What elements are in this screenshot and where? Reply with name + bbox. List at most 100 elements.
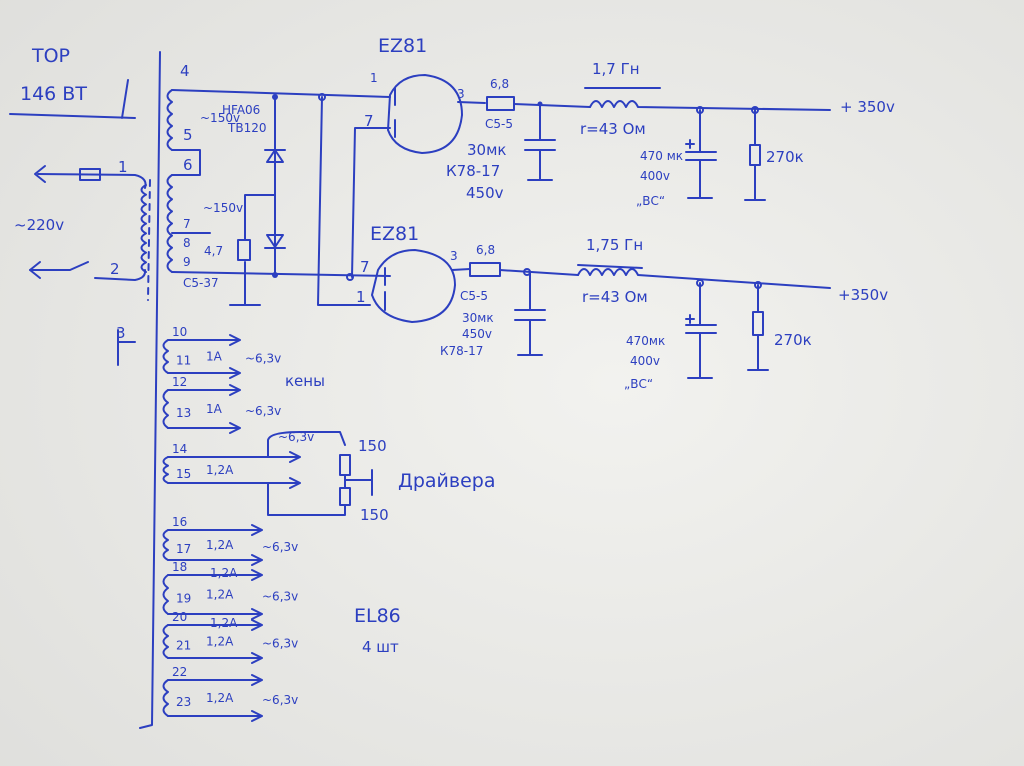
filament-voltage: ~6,3v — [245, 352, 281, 366]
pin-6: 6 — [183, 156, 193, 174]
pin-8: 8 — [183, 236, 191, 250]
core-dashed — [147, 179, 151, 301]
rail-top-cap2-type: „ВС“ — [636, 194, 665, 208]
filament-winding: 22 23 1,2А ~6,3v — [162, 665, 298, 722]
pin-4: 4 — [180, 62, 190, 80]
filament-voltage: ~6,3v — [262, 590, 298, 604]
tube-bottom-pin-a: 7 — [360, 258, 370, 276]
pin-9: 9 — [183, 255, 191, 269]
filament-current-top: 1,2А — [210, 616, 238, 630]
rail-bottom-choke-r: r=43 Ом — [582, 288, 648, 306]
filament-pin-b: 11 — [176, 354, 191, 368]
filament-pin-a: 20 — [172, 610, 187, 624]
filament-leads — [167, 619, 263, 664]
filament-pin-b: 21 — [176, 639, 191, 653]
driver-section: 150 150 Драйвера — [267, 431, 496, 524]
filament-current: 1,2А — [206, 691, 234, 705]
tube-top-pin-out: 3 — [457, 87, 465, 101]
fuse — [79, 168, 101, 181]
output-tubes-name: EL86 — [354, 605, 401, 627]
kenotron-label: кены — [285, 372, 325, 390]
diode-bottom — [264, 234, 286, 249]
filament-voltage: ~6,3v — [245, 404, 281, 418]
filament-pin-b: 23 — [176, 695, 191, 709]
driver-label: Драйвера — [398, 470, 496, 492]
filament-current: 1А — [206, 350, 223, 364]
hv-section: 4 5 6 7 8 9 ~150v ~150v HFA06 TB120 4,7 … — [171, 62, 391, 306]
choke-bottom — [577, 268, 831, 289]
rail-top-choke: 1,7 Гн — [592, 60, 640, 78]
filament-voltage: ~6,3v — [262, 637, 298, 651]
rail-top-cap2: 470 мк — [640, 149, 683, 163]
filament-pin-a: 12 — [172, 375, 187, 389]
filament-voltage: ~6,3v — [262, 693, 298, 707]
title-line2: 146 ВТ — [20, 83, 87, 105]
rail-bottom-bleeder: 270к — [774, 331, 812, 349]
hv-coil-b — [166, 174, 173, 273]
choke-top — [589, 100, 831, 111]
filament-pin-b: 17 — [176, 542, 191, 556]
filament-pin-b: 13 — [176, 406, 191, 420]
filament-pin-a: 22 — [172, 665, 187, 679]
filament-pin-b: 19 — [176, 592, 191, 606]
driver-resistor-1 — [339, 454, 351, 476]
rail-bottom-cap1-type: К78-17 — [440, 344, 483, 358]
primary-winding: 1 ~220v 2 3 — [14, 158, 147, 366]
driver-resistor-2 — [339, 487, 351, 506]
resistor-4-7 — [237, 239, 251, 261]
filament-voltage: ~6,3v — [262, 540, 298, 554]
pin-7: 7 — [183, 217, 191, 231]
bleeder-top — [749, 144, 761, 166]
primary-pin2: 2 — [110, 260, 120, 278]
transformer-core — [139, 51, 161, 729]
primary-pin1: 1 — [118, 158, 128, 176]
rail-bottom-cap2-type: „ВС“ — [624, 377, 653, 391]
filament-pin-b: 15 — [176, 467, 191, 481]
filament-current: 1,2А — [206, 538, 234, 552]
filament-winding: 12 13 1А ~6,3v — [162, 375, 281, 434]
hv-voltage-a: ~150v — [200, 111, 240, 125]
rail-top-cap1-type: К78-17 — [446, 162, 500, 180]
resistor-type: С5-37 — [183, 276, 219, 290]
filament-current: 1,2А — [206, 463, 234, 477]
rail-top-cap2-v: 400v — [640, 169, 670, 183]
resistor-value: 4,7 — [204, 244, 223, 258]
diode-top — [264, 149, 286, 163]
rail-bottom-res-type: С5-5 — [460, 289, 488, 303]
rail-bottom-res-value: 6,8 — [476, 243, 495, 257]
hv-voltage-b: ~150v — [203, 201, 243, 215]
tube-top-pin-k: 7 — [364, 112, 374, 130]
rail-bottom-cap2-v: 400v — [630, 354, 660, 368]
pin-5: 5 — [183, 126, 193, 144]
filament-leads — [167, 524, 263, 566]
filament-leads — [167, 334, 241, 379]
rail-bottom-output: +350v — [838, 286, 888, 304]
rail-top-cap1: 30мк — [467, 141, 506, 159]
filament-leads — [167, 569, 263, 620]
filament-leads — [167, 384, 241, 434]
rail-top-cap1-v: 450v — [466, 184, 504, 202]
tube-top-pin-a: 1 — [370, 71, 378, 85]
tube-bottom-pin-out: 3 — [450, 249, 458, 263]
title-underline — [9, 79, 136, 119]
rail-bottom-cap2: 470мк — [626, 334, 665, 348]
tube-bottom: EZ81 7 1 3 — [356, 223, 471, 323]
driver-r2: 150 — [360, 506, 389, 524]
filament-leads — [167, 451, 301, 489]
filament-current: 1,2А — [206, 635, 234, 649]
filter-bottom: 6,8 С5-5 30мк 450v К78-17 1,75 Гн r=43 О… — [440, 236, 888, 391]
hv-coil-a — [166, 89, 173, 151]
rail-top-output: + 350v — [840, 98, 895, 116]
rail-bottom-cap1-v: 450v — [462, 327, 492, 341]
tube-top-name: EZ81 — [378, 35, 427, 57]
filament-pin-a: 10 — [172, 325, 187, 339]
primary-pin3: 3 — [116, 324, 126, 342]
filament-leads — [167, 674, 263, 722]
rail-top-res-type: С5-5 — [485, 117, 513, 131]
filament-current: 1А — [206, 402, 223, 416]
rail-bottom-cap1: 30мк — [462, 311, 494, 325]
rail-top-choke-r: r=43 Ом — [580, 120, 646, 138]
